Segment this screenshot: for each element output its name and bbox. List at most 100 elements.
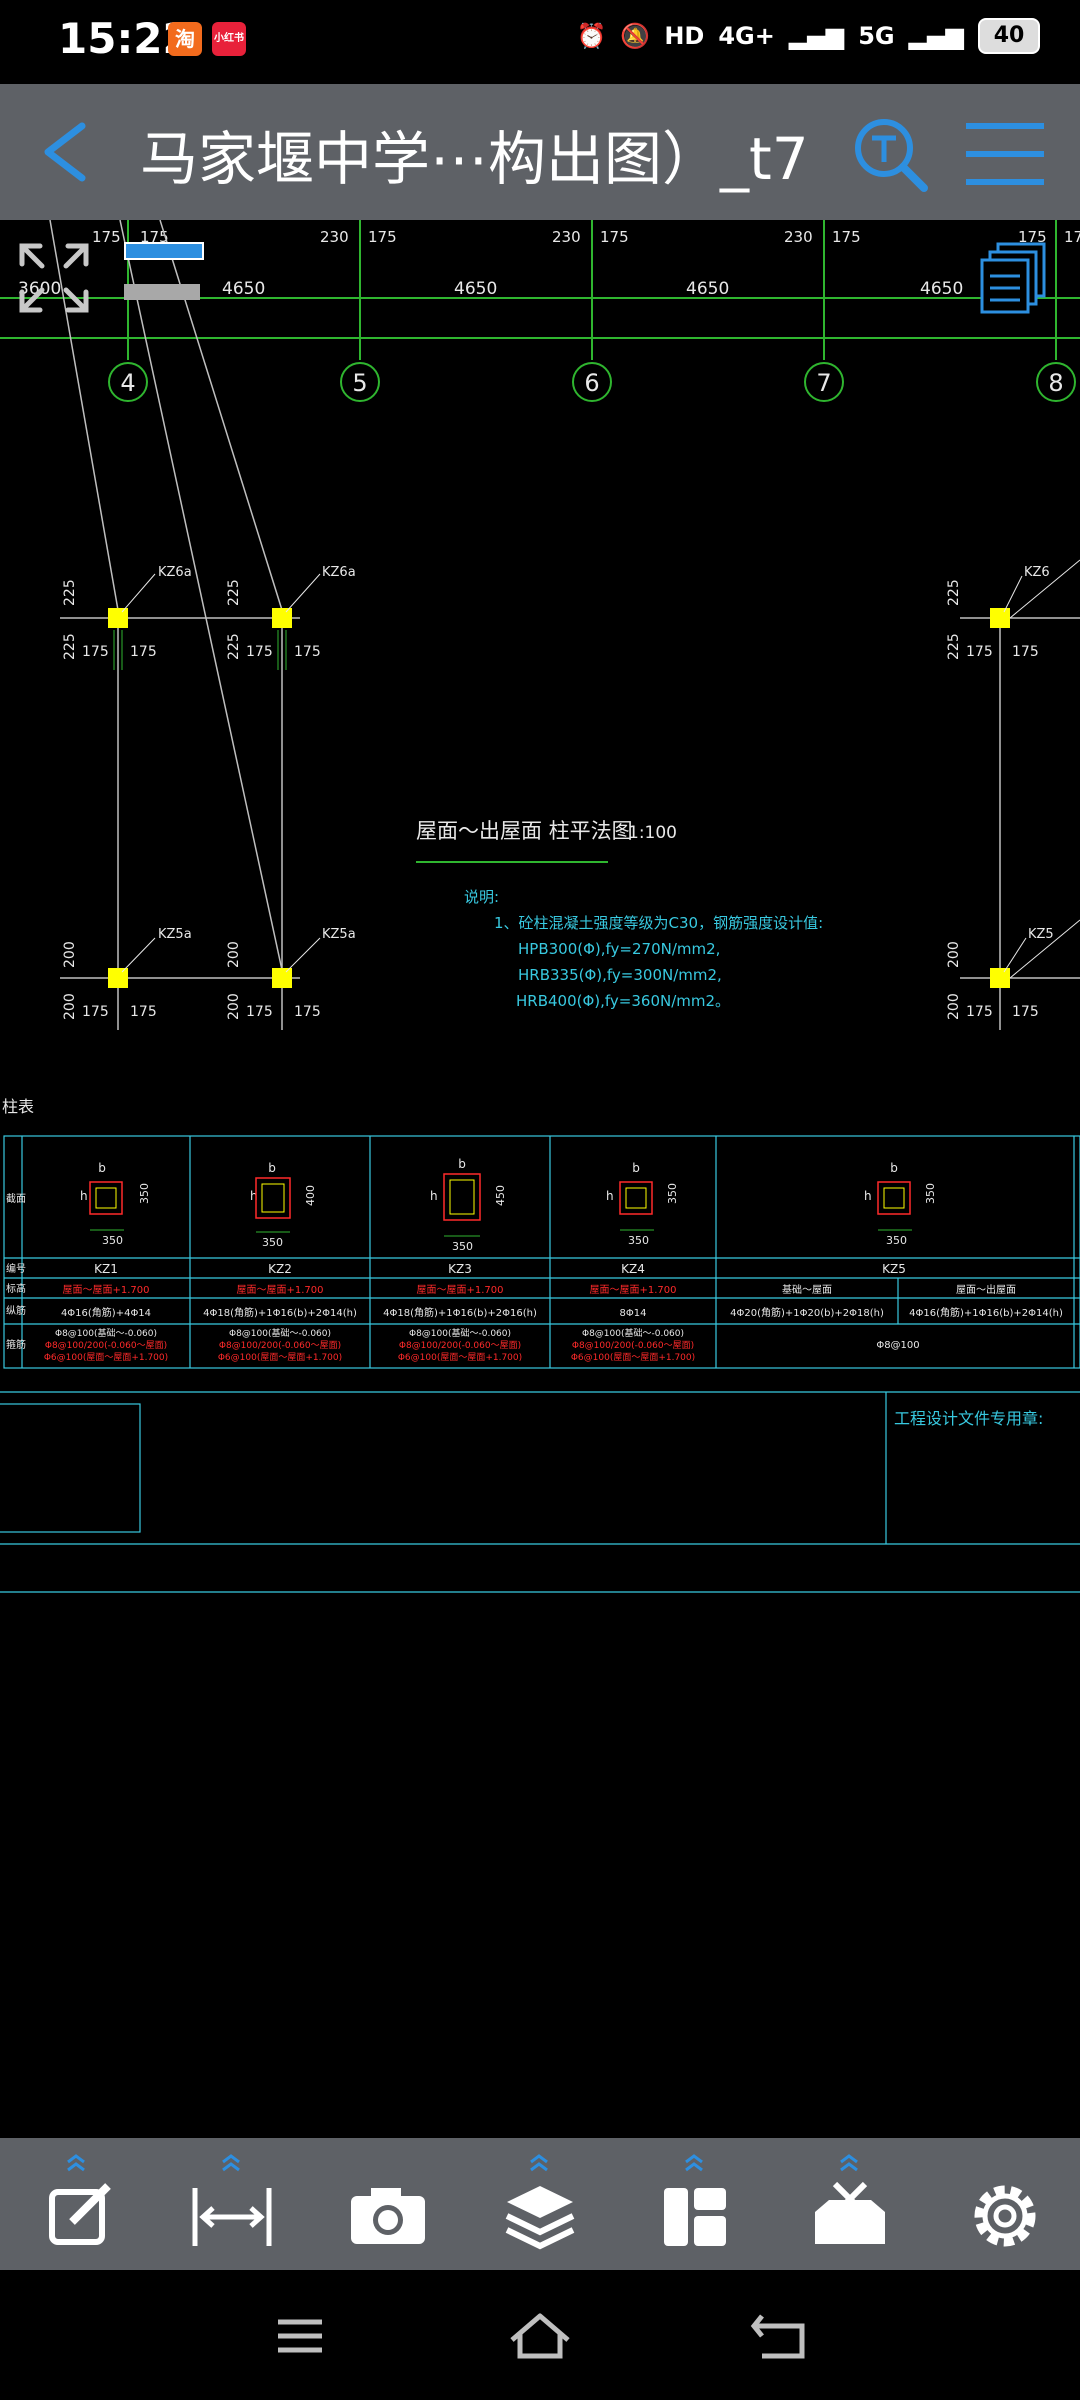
rebar-cell: 4Φ20(角筋)+1Φ20(b)+2Φ18(h) (730, 1306, 884, 1319)
system-nav-bar (0, 2270, 1080, 2400)
dim-label: 230 (784, 228, 813, 246)
dim-label: 175 (1018, 228, 1047, 246)
measure-button[interactable] (177, 2148, 287, 2260)
svg-text:h: h (606, 1189, 614, 1203)
rebar-cell: 4Φ18(角筋)+1Φ16(b)+2Φ14(h) (203, 1306, 357, 1319)
svg-text:200: 200 (946, 941, 962, 968)
back-arrow-icon (750, 2314, 805, 2359)
tools-button[interactable] (795, 2148, 905, 2260)
table-label: 柱表 (2, 1097, 34, 1116)
bottom-toolbar (0, 2138, 1080, 2270)
svg-text:b: b (890, 1161, 898, 1175)
back-button[interactable] (30, 112, 110, 192)
span-label: 4650 (222, 279, 265, 299)
signal-icon-2: ▂▄▆ (908, 22, 964, 50)
network-5g-indicator: 5G (858, 22, 895, 50)
dim-label: 175 (600, 228, 629, 246)
svg-text:b: b (632, 1161, 640, 1175)
svg-text:b: b (98, 1161, 106, 1175)
settings-button[interactable] (950, 2148, 1060, 2260)
elevation-cell: 屋面～屋面+1.700 (589, 1284, 676, 1296)
column-kz5 (990, 968, 1010, 988)
alarm-icon: ⏰ (576, 22, 607, 50)
span-label: 4650 (920, 279, 963, 299)
recent-apps-button[interactable] (260, 2302, 340, 2372)
svg-text:225: 225 (946, 633, 962, 660)
column-dims-f: 200 200 175 175 (946, 941, 1039, 1020)
annotate-button[interactable] (22, 2148, 132, 2260)
home-icon (510, 2313, 570, 2359)
xiaohongshu-app-icon: 小红书 (212, 22, 246, 56)
svg-text:225: 225 (62, 633, 78, 660)
svg-text:h: h (430, 1189, 438, 1203)
dim-label: 175 (92, 228, 121, 246)
drawing-canvas[interactable]: 175 175 230 175 230 175 230 175 175 175 … (0, 219, 1080, 2138)
row-header: 编号 (6, 1262, 26, 1275)
stirrup-cell: Φ8@100(基础～-0.060) (582, 1327, 684, 1339)
svg-text:200: 200 (62, 993, 78, 1020)
svg-text:h: h (250, 1189, 258, 1203)
axis-bubble-4: 4 (108, 362, 148, 402)
column-tag: KZ6a (322, 565, 356, 580)
layer-toggle-gray[interactable] (124, 284, 200, 300)
edit-icon (49, 2154, 111, 2245)
svg-text:175: 175 (1012, 644, 1039, 660)
dim-label: 230 (552, 228, 581, 246)
axis-bubble-7: 7 (804, 362, 844, 402)
fullscreen-icon (19, 243, 89, 313)
stirrup-cell: Φ6@100(屋面～屋面+1.700) (398, 1352, 522, 1363)
axis-label: 7 (816, 369, 831, 397)
column-tag: KZ6a (158, 565, 192, 580)
stirrup-cell: Φ8@100/200(-0.060～屋面) (399, 1340, 521, 1351)
section-kz4: b h 350 350 (606, 1161, 679, 1247)
stirrup-cell: Φ8@100/200(-0.060～屋面) (572, 1340, 694, 1351)
dim-label: 175 (1064, 228, 1080, 246)
text-search-icon (855, 119, 928, 192)
section-kz2: b h 350 400 (250, 1161, 317, 1249)
axis-bubble-8: 8 (1036, 362, 1076, 402)
stirrup-cell: Φ6@100(屋面～屋面+1.700) (44, 1352, 168, 1363)
layers-button[interactable] (485, 2148, 595, 2260)
stair-line (119, 219, 283, 971)
svg-text:175: 175 (966, 1004, 993, 1020)
stirrup-cell: Φ6@100(屋面～屋面+1.700) (571, 1352, 695, 1363)
cad-drawing: 175 175 230 175 230 175 230 175 175 175 … (0, 219, 1080, 1593)
home-button[interactable] (500, 2302, 580, 2372)
back-nav-button[interactable] (740, 2302, 820, 2372)
svg-text:350: 350 (666, 1183, 679, 1204)
row-header: 纵筋 (6, 1304, 26, 1317)
stirrup-cell: Φ8@100/200(-0.060～屋面) (219, 1340, 341, 1351)
elevation-cell: 屋面～屋面+1.700 (236, 1284, 323, 1296)
menu-button[interactable] (960, 116, 1050, 192)
axis-label: 8 (1048, 369, 1063, 397)
hd-indicator: HD (664, 22, 705, 50)
elevation-cell: 基础～屋面 (782, 1283, 832, 1296)
svg-text:350: 350 (102, 1234, 123, 1247)
toolbox-icon (815, 2154, 885, 2244)
layers-icon (505, 2154, 575, 2250)
dim-label: 175 (140, 228, 169, 246)
stamp-label: 工程设计文件专用章: (894, 1409, 1043, 1428)
layer-toggle-blue[interactable] (124, 242, 204, 260)
fullscreen-button[interactable] (16, 240, 92, 316)
column-kz6a (108, 608, 128, 628)
section-kz5: b h 350 350 (864, 1161, 937, 1247)
text-search-button[interactable] (850, 114, 930, 194)
row-header: 截面 (6, 1192, 26, 1205)
menu-icon (278, 2319, 322, 2353)
dim-label: 175 (832, 228, 861, 246)
screenshot-button[interactable] (331, 2148, 441, 2260)
svg-text:200: 200 (226, 941, 242, 968)
svg-text:225: 225 (226, 633, 242, 660)
svg-text:h: h (80, 1189, 88, 1203)
rebar-cell: 4Φ16(角筋)+4Φ14 (61, 1306, 151, 1319)
svg-text:175: 175 (246, 1004, 273, 1020)
mute-icon: 🔕 (620, 22, 651, 50)
stirrup-cell: Φ8@100 (876, 1340, 919, 1351)
stirrup-cell: Φ8@100(基础～-0.060) (229, 1327, 331, 1339)
row-header: 标高 (6, 1282, 26, 1295)
layout-button[interactable] (640, 2148, 750, 2260)
svg-text:175: 175 (130, 1004, 157, 1020)
layout-list-button[interactable] (980, 240, 1050, 316)
span-label: 4650 (686, 279, 729, 299)
